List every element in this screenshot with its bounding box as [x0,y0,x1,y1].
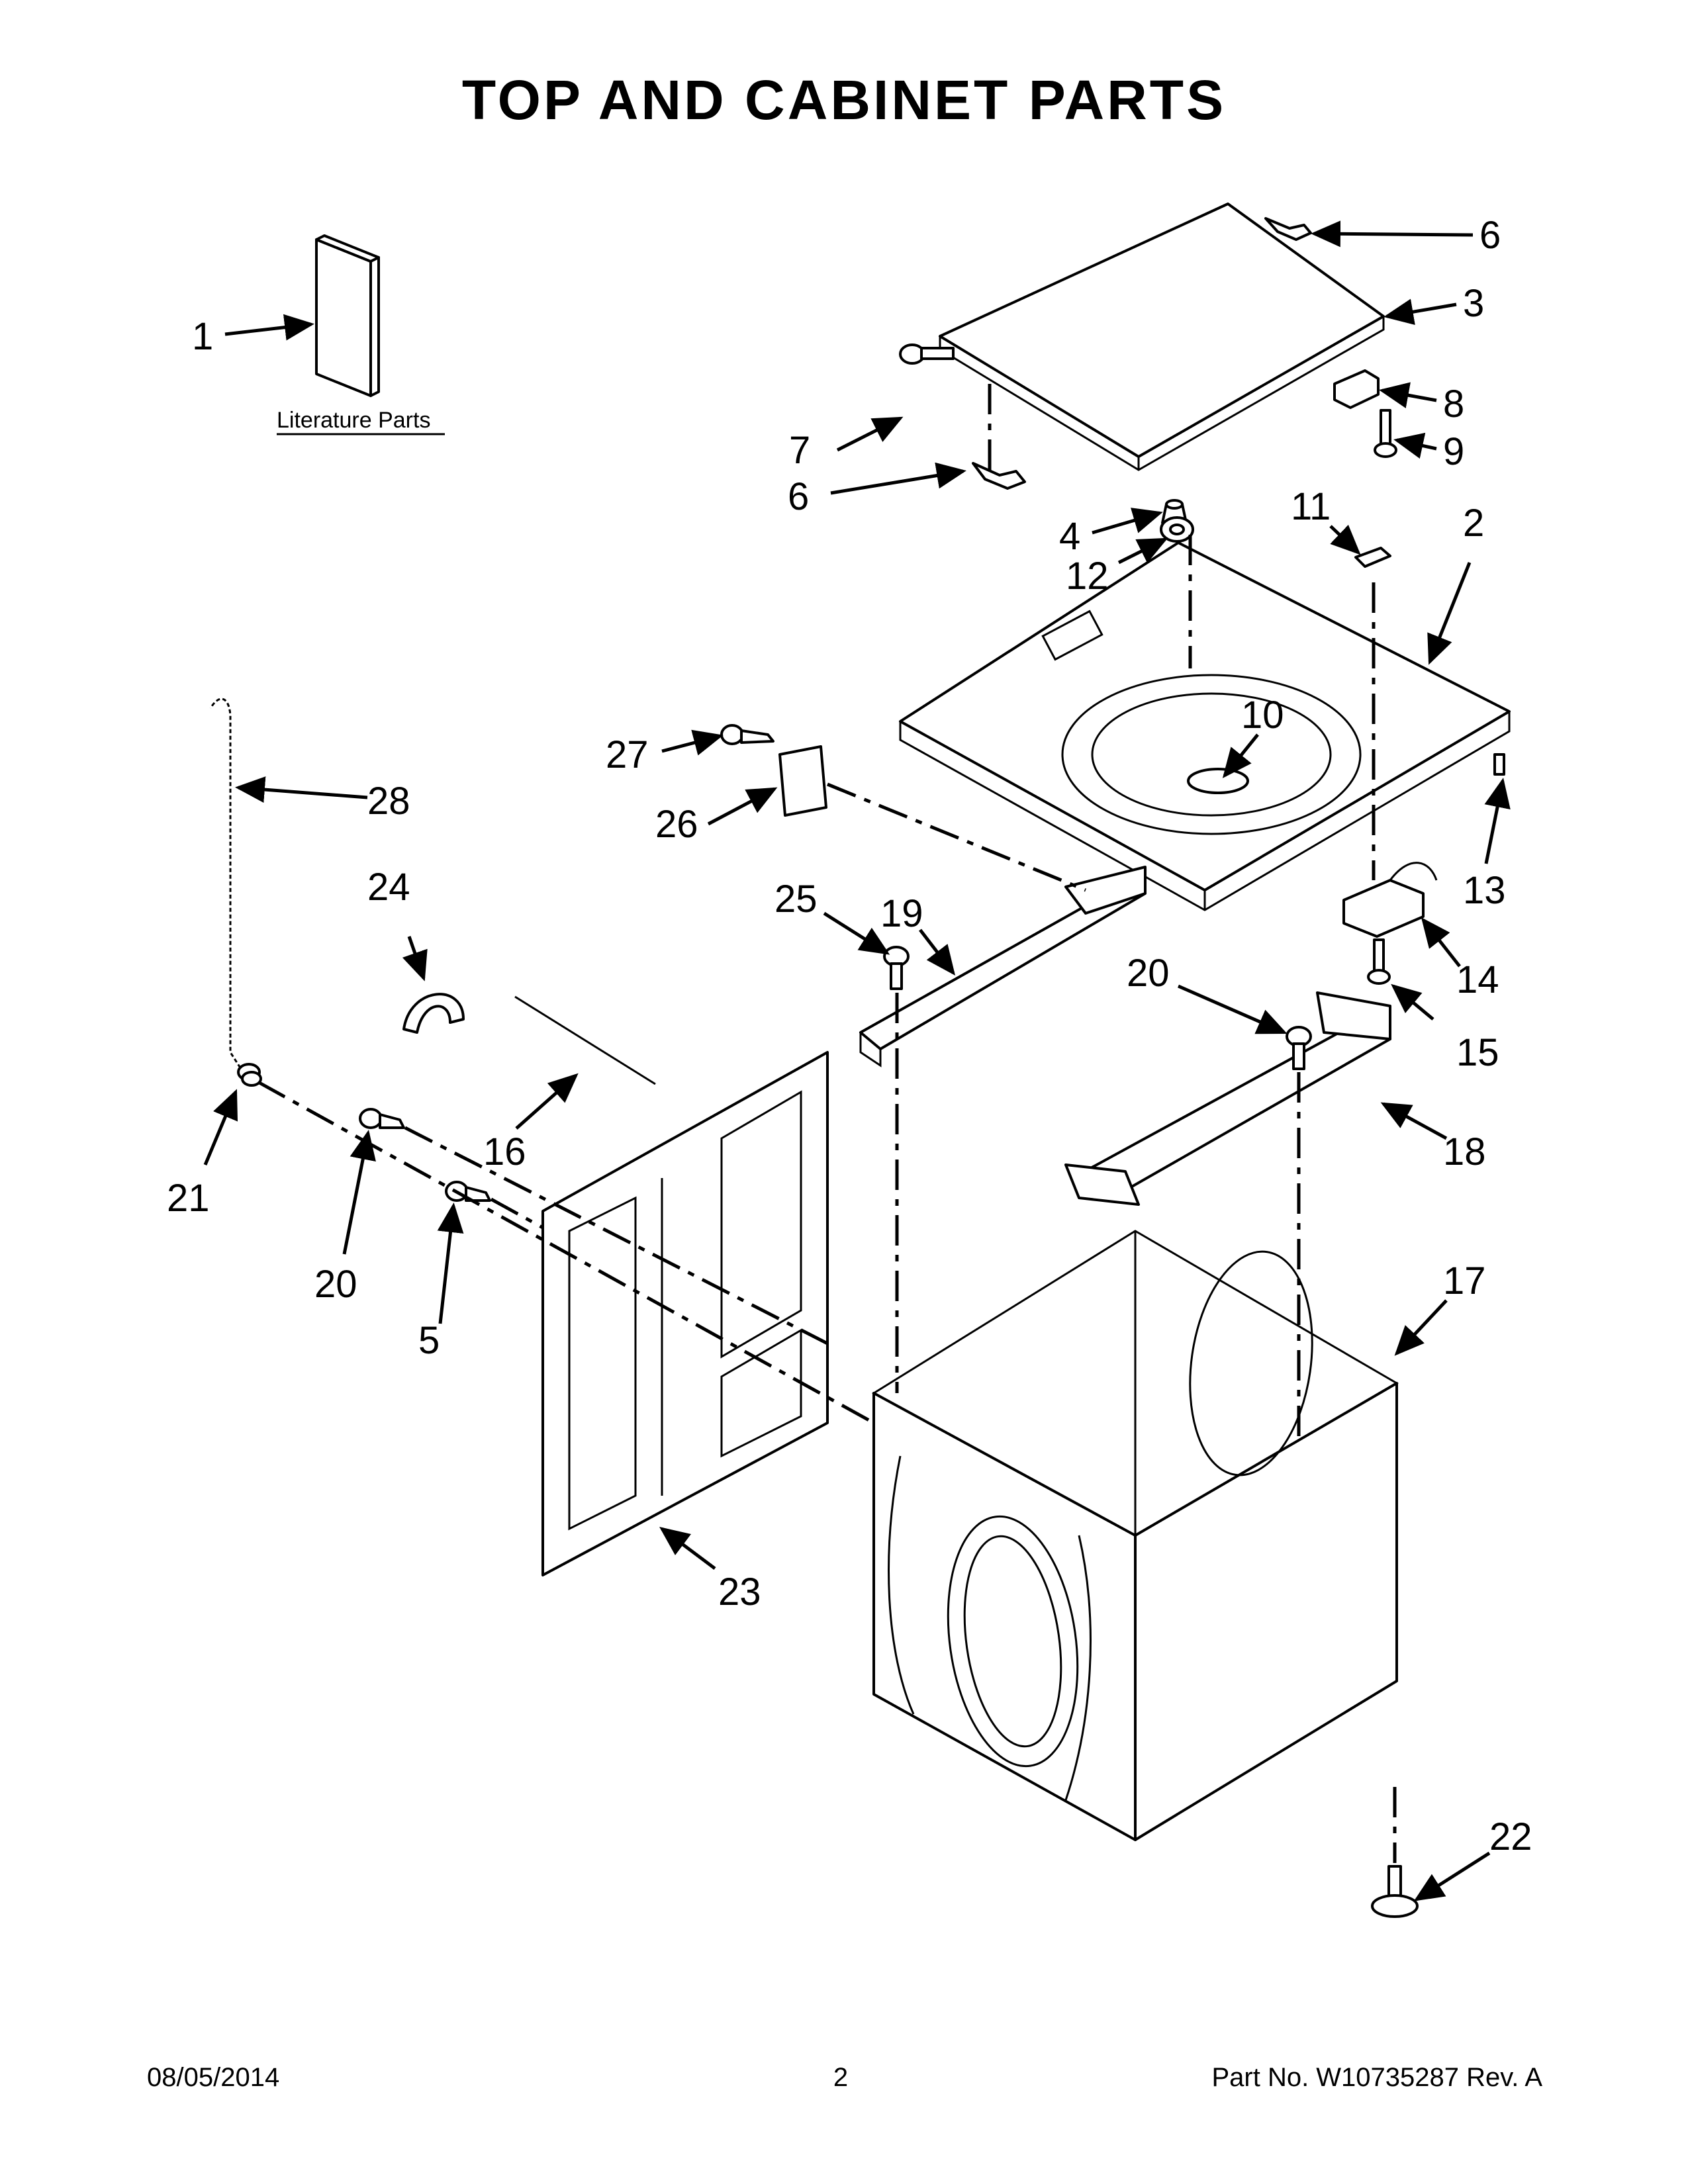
screw-20-right [1286,1026,1312,1070]
lid-screw [899,343,955,365]
callout-22: 22 [1489,1815,1532,1858]
callout-17: 17 [1443,1259,1486,1302]
callout-1: 1 [192,315,213,358]
wire-rod [514,995,656,1085]
assembly-lines [257,384,1397,1863]
callout-23: 23 [718,1570,761,1614]
lid-hinge-bottom [972,462,1026,490]
callout-2: 2 [1463,502,1484,545]
callout-10: 10 [1241,694,1284,737]
page-title: TOP AND CABINET PARTS [462,69,1226,131]
hose-clamp-21 [241,1071,262,1087]
switch-screw [1374,409,1397,458]
callout-7: 7 [789,429,810,472]
rear-panel [541,1051,829,1576]
footer-part-number: Part No. W10735287 Rev. A [1211,2063,1542,2092]
top-panel [899,541,1511,911]
footer-date: 08/05/2014 [147,2063,279,2092]
lid-lock [1342,862,1438,938]
leader-arrows [203,220,1511,1901]
grommet [1160,516,1194,543]
literature-booklet [315,234,380,397]
lid-strike [1354,547,1391,568]
callout-18: 18 [1443,1130,1486,1173]
callout-20-right: 20 [1127,952,1170,995]
callout-4: 4 [1059,515,1080,558]
callout-26: 26 [655,803,698,846]
drain-hose [208,696,261,1081]
callout-13: 13 [1463,869,1506,912]
lock-screw [1367,938,1391,985]
washer-lid [939,203,1385,471]
bracket-26 [778,745,827,817]
literature-parts-label: Literature Parts [277,408,430,433]
screw-20-left [359,1108,405,1129]
screw-25 [883,946,910,990]
rear-brace [859,866,1147,1068]
callout-25: 25 [774,878,818,921]
callout-12: 12 [1066,555,1109,598]
screw-27 [720,724,774,745]
callout-8: 8 [1443,383,1464,426]
cabinet [872,1230,1399,1841]
front-brace [1064,991,1391,1206]
callout-9: 9 [1443,430,1464,473]
callout-21: 21 [167,1177,210,1220]
lid-switch [1333,369,1380,409]
callout-24: 24 [367,866,410,909]
callout-6-top: 6 [1479,214,1501,257]
callout-3: 3 [1463,282,1484,325]
callout-15: 15 [1456,1031,1499,1074]
hose-bracket [402,993,465,1034]
callout-28: 28 [367,780,410,823]
callout-19: 19 [880,892,923,935]
leveling-foot [1371,1865,1419,1918]
callout-27: 27 [606,733,649,776]
callout-20-left: 20 [314,1263,357,1306]
callout-16: 16 [483,1130,526,1173]
clip-13 [1493,753,1505,776]
callout-6-bottom: 6 [788,475,809,518]
callout-11: 11 [1291,485,1331,528]
callout-labels: 1 2 3 4 5 6 6 7 8 9 10 11 12 13 14 15 16… [167,214,1532,1858]
callout-14: 14 [1456,958,1499,1001]
callout-5: 5 [418,1319,440,1362]
footer-page-number: 2 [833,2063,848,2092]
lid-hinge-top [1264,217,1312,241]
